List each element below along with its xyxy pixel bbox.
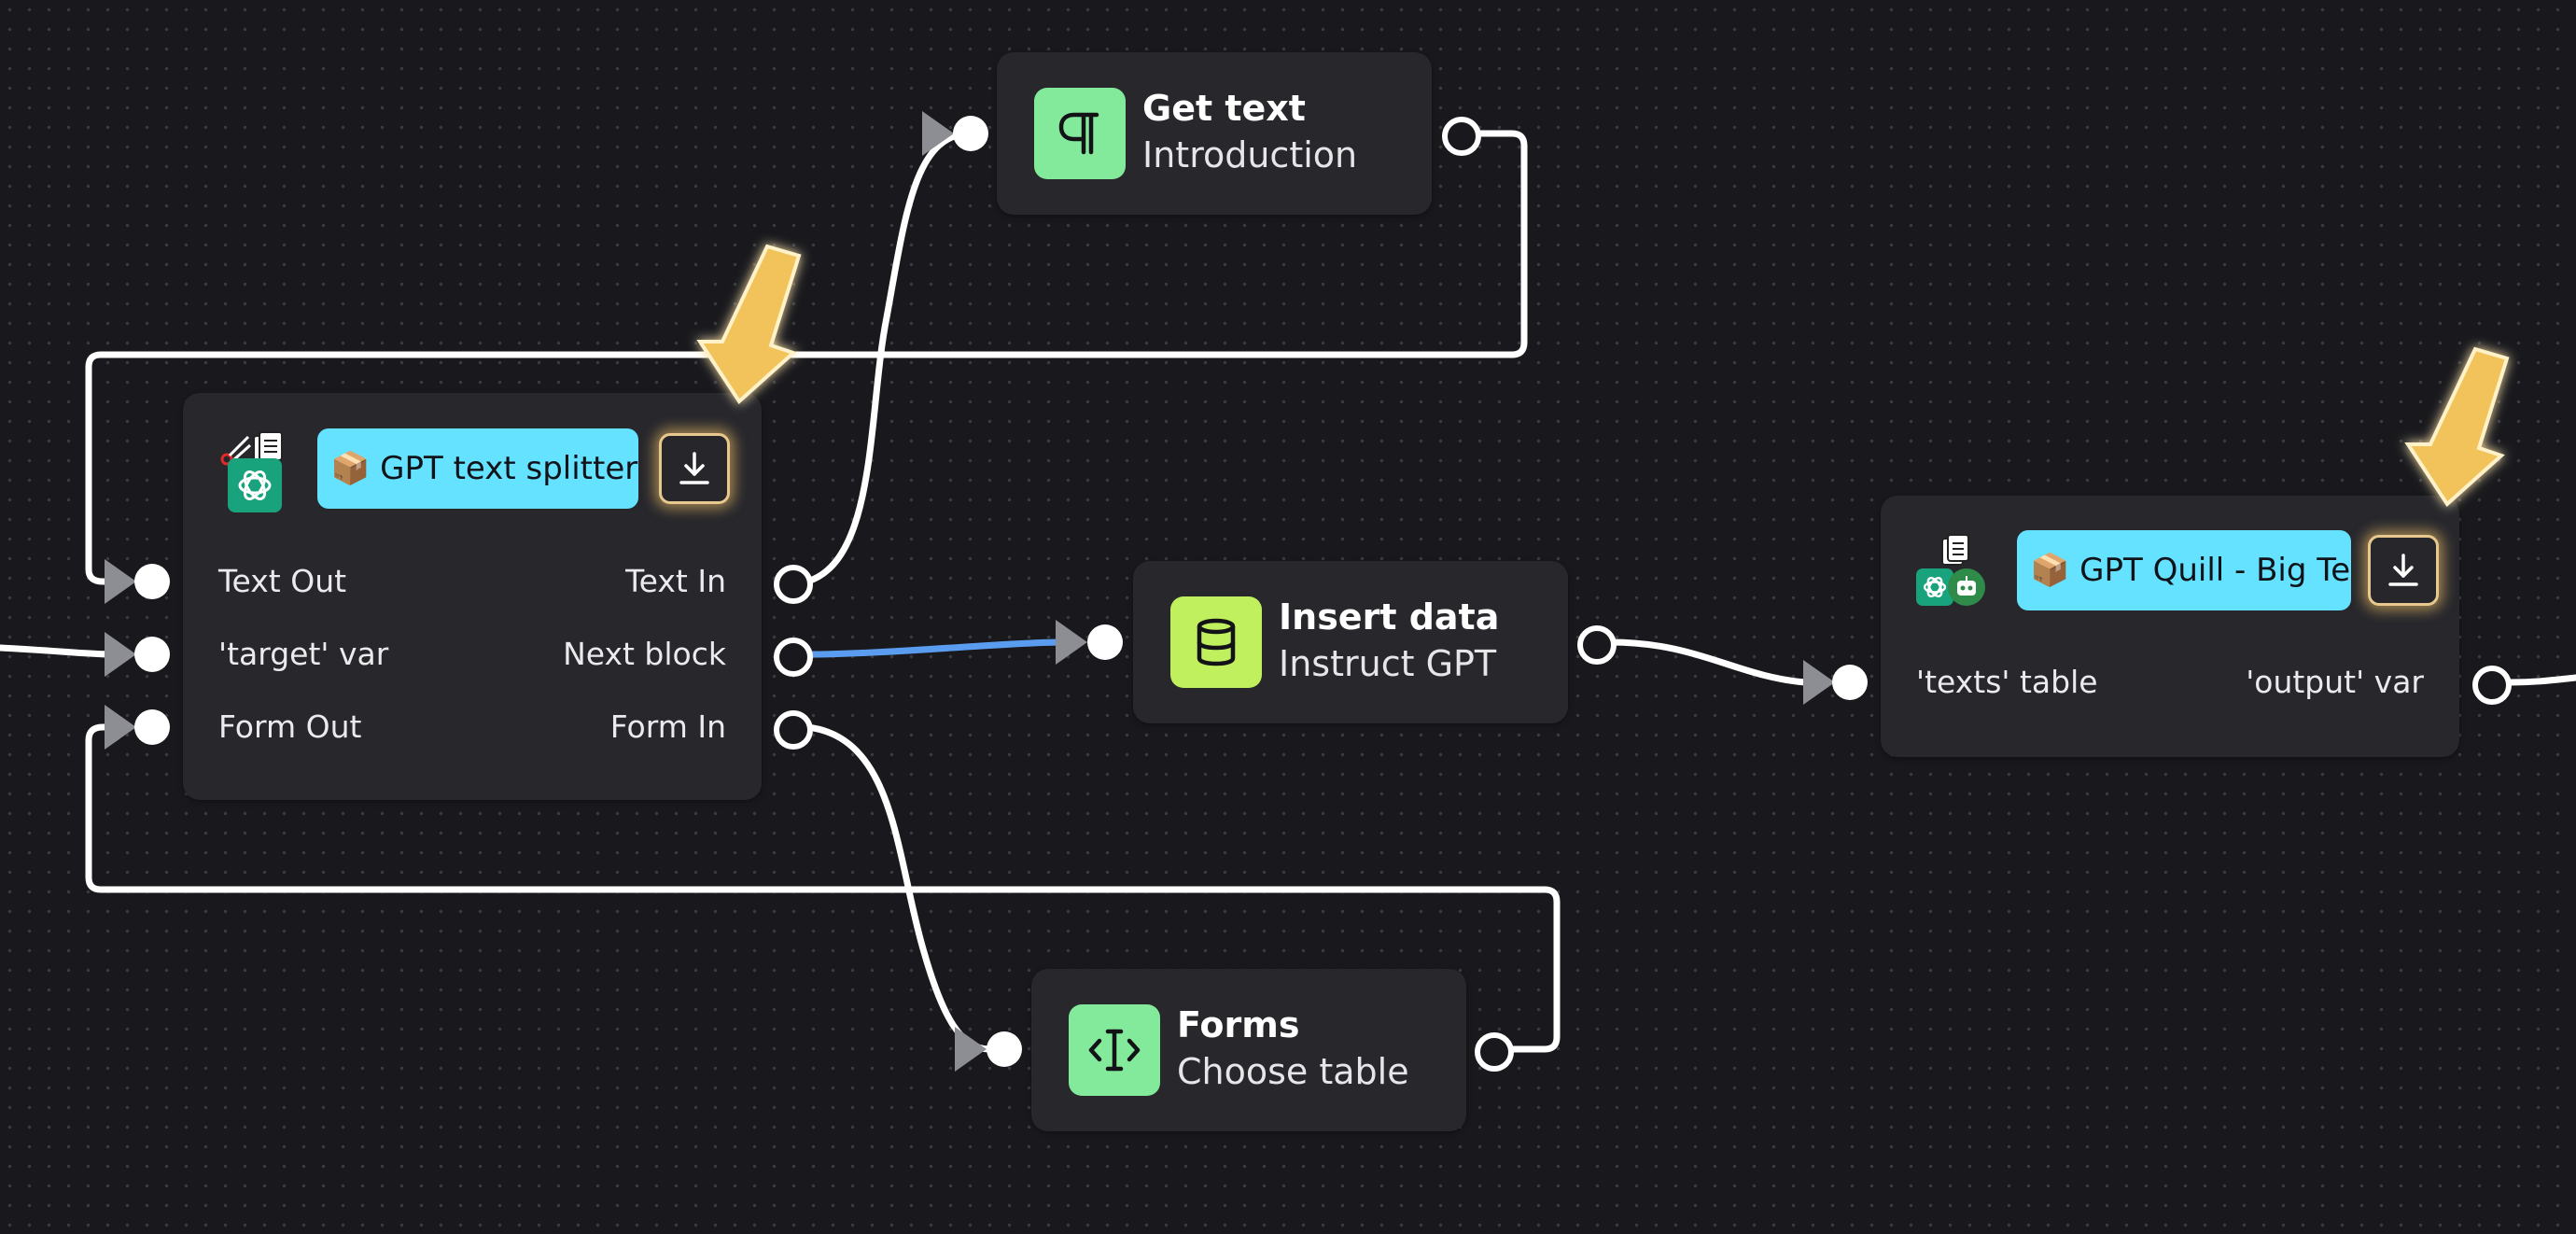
document-icon [1939, 533, 1972, 570]
openai-icon [228, 458, 282, 512]
node-title: Insert data [1279, 596, 1500, 638]
port-output-label: Text In [625, 563, 726, 599]
insert-data-node[interactable]: Insert data Instruct GPT [1133, 561, 1568, 723]
node-subtitle: Choose table [1177, 1051, 1409, 1092]
input-port[interactable] [953, 116, 988, 151]
node-subtitle: Introduction [1142, 134, 1358, 175]
input-port[interactable] [1087, 624, 1123, 660]
wire-gettext-to-splitter [85, 130, 1528, 585]
port-input-label: Text Out [218, 563, 347, 599]
gpt-text-splitter-node[interactable]: 📦 GPT text splitter ✓ Text Out Text In '… [183, 393, 762, 800]
input-arrow-icon [105, 559, 136, 604]
output-port[interactable] [1475, 1032, 1514, 1072]
port-input-label: 'texts' table [1916, 664, 2098, 700]
wire-splitter-to-gettext [804, 130, 974, 585]
input-arrow-icon [105, 632, 136, 677]
forms-node[interactable]: Forms Choose table [1031, 969, 1466, 1131]
node-subtitle: Instruct GPT [1279, 643, 1497, 684]
port-output-label: Form In [609, 708, 726, 745]
download-button[interactable] [659, 433, 730, 504]
gpt-quill-node[interactable]: 📦 GPT Quill - Big Text 'texts' table 'ou… [1881, 496, 2459, 757]
block-type-selector[interactable]: 📦 GPT text splitter ✓ [317, 428, 638, 509]
pill-label: 📦 GPT Quill - Big Text [2030, 552, 2351, 589]
highlight-arrow-icon [696, 244, 802, 405]
port-output-label: Next block [563, 636, 726, 672]
input-arrow-icon [1056, 620, 1087, 665]
input-arrow-icon [955, 1027, 987, 1072]
wire-insert-to-quill [1606, 638, 1810, 686]
input-port[interactable] [134, 637, 170, 672]
block-type-selector[interactable]: 📦 GPT Quill - Big Text [2017, 530, 2351, 610]
output-port[interactable] [1442, 117, 1481, 156]
wire-incoming-target [0, 644, 116, 658]
pill-label: 📦 GPT text splitter [330, 450, 638, 487]
node-icon-stack [1916, 533, 1985, 611]
input-arrow-icon [1803, 660, 1835, 705]
wire-quill-outgoing [2507, 674, 2576, 686]
robot-icon [1948, 568, 1985, 606]
database-icon [1170, 596, 1262, 688]
node-title: Get text [1142, 88, 1306, 129]
node-icon-stack [220, 430, 289, 514]
text-cursor-icon [1069, 1004, 1160, 1096]
input-port[interactable] [987, 1031, 1022, 1067]
output-port[interactable] [2472, 666, 2512, 705]
output-port[interactable] [774, 638, 813, 677]
input-port[interactable] [134, 564, 170, 599]
port-input-label: Form Out [218, 708, 362, 745]
input-port[interactable] [1832, 665, 1868, 700]
input-arrow-icon [105, 705, 136, 750]
openai-icon [1916, 568, 1953, 606]
port-output-label: 'output' var [2246, 664, 2424, 700]
pilcrow-icon [1034, 88, 1126, 179]
output-port[interactable] [774, 710, 813, 750]
highlight-arrow-icon [2404, 346, 2510, 508]
download-icon [679, 452, 709, 484]
output-port[interactable] [1577, 625, 1617, 665]
wire-splitter-to-insert-active [805, 638, 1068, 658]
port-input-label: 'target' var [218, 636, 389, 672]
download-icon [2388, 554, 2418, 586]
download-button[interactable] [2368, 535, 2439, 606]
input-port[interactable] [134, 709, 170, 745]
output-port[interactable] [774, 565, 813, 604]
input-arrow-icon [922, 111, 954, 156]
node-title: Forms [1177, 1004, 1300, 1045]
wire-forms-to-splitter [85, 723, 1561, 1053]
get-text-node[interactable]: Get text Introduction [997, 52, 1432, 215]
